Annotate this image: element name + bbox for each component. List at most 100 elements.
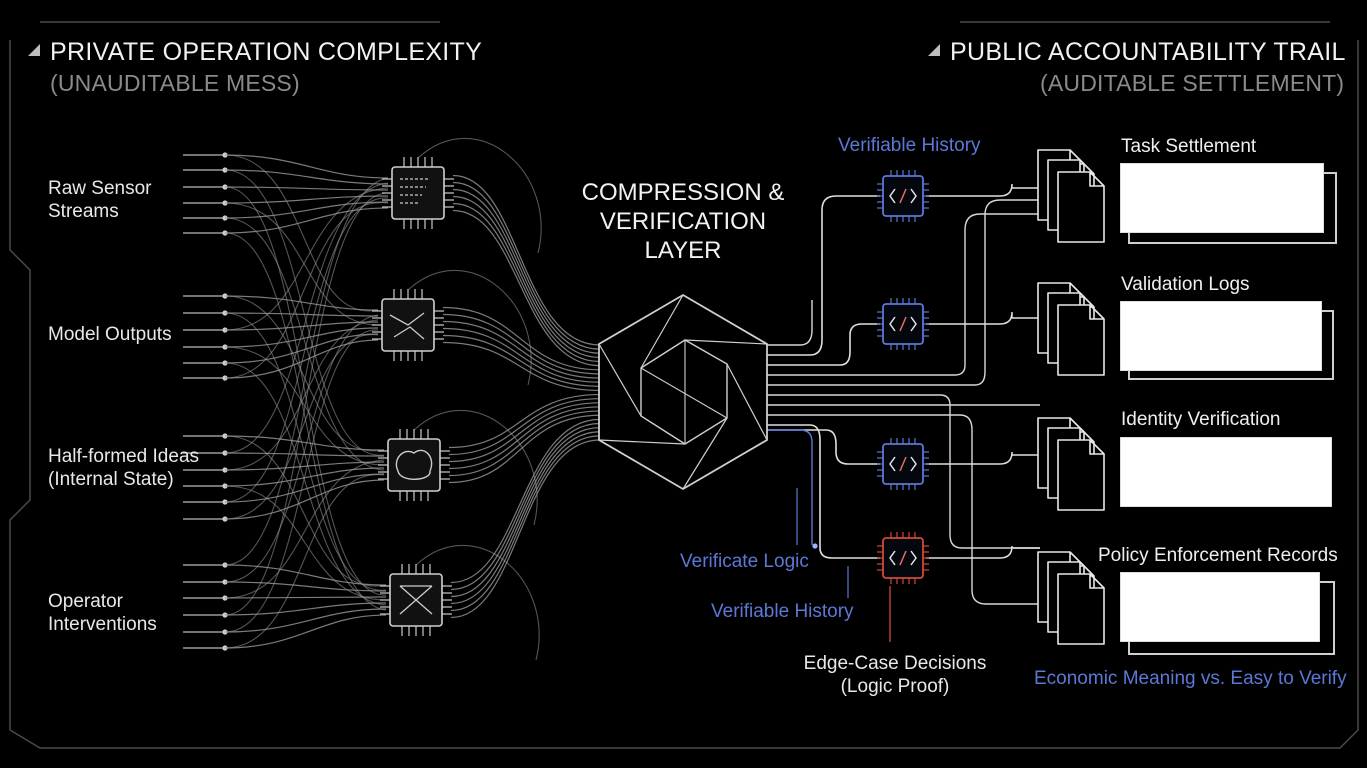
code-brackets (889, 456, 917, 472)
document-stack-icon (1037, 149, 1105, 243)
input-wire (224, 581, 387, 592)
input-wire (224, 452, 385, 457)
code-slash (899, 456, 907, 472)
cross-wire (224, 177, 389, 566)
record-card (1120, 437, 1332, 507)
input-wire (224, 435, 385, 451)
input-label-line: Streams (48, 201, 119, 222)
bundle-wire (452, 174, 601, 346)
input-label-line: Model Outputs (48, 324, 172, 345)
output-wire (767, 213, 1040, 376)
output-wire (767, 394, 1040, 549)
input-wire (224, 195, 389, 204)
right-wire-bundle (767, 183, 1040, 642)
cube-edge (598, 343, 642, 417)
output-label-identity-verification: Identity Verification (1121, 409, 1281, 430)
annotation-verifiable-history-bottom: Verifiable History (711, 601, 854, 622)
document-stack-icon (1037, 417, 1105, 511)
cross-wire (224, 334, 379, 520)
code-chip-icon (877, 532, 929, 584)
cross-wire (224, 232, 387, 611)
output-label-policy-enforcement: Policy Enforcement Records (1098, 545, 1338, 566)
input-label-raw-sensor: Raw Sensor Streams (48, 177, 152, 223)
input-label-line: (Internal State) (48, 469, 174, 490)
record-card (1120, 163, 1324, 233)
bundle-wire (442, 320, 601, 379)
input-wire (224, 207, 389, 234)
code-slash (899, 316, 907, 332)
cube-edge (682, 417, 728, 490)
cube-edge (684, 339, 768, 345)
output-wire (767, 424, 880, 559)
document-stack-icon (1037, 282, 1105, 376)
code-slash (899, 188, 907, 204)
bundle-wire (442, 341, 601, 392)
document-sheet (1057, 171, 1105, 243)
document-sheet (1057, 573, 1105, 645)
wire-node (812, 543, 818, 549)
circuit-icon (372, 289, 444, 361)
loop-wire (407, 269, 532, 386)
cross-wire (224, 295, 385, 452)
output-wire (767, 429, 880, 465)
right-header-subtitle: (AUDITABLE SETTLEMENT) (1040, 70, 1345, 96)
footer-note: Economic Meaning vs. Easy to Verify (1034, 668, 1347, 689)
cross-wire (224, 319, 379, 471)
record-card (1120, 572, 1320, 642)
outer-frame (9, 21, 1359, 749)
cross-wire (224, 312, 387, 591)
cross-wire (224, 435, 387, 587)
cross-wire (224, 197, 389, 503)
cross-wire (224, 217, 385, 471)
cube-edge (640, 367, 728, 419)
loop-wire (415, 544, 540, 661)
bundle-wire (450, 439, 601, 619)
input-label-model-outputs: Model Outputs (48, 323, 172, 346)
brain-outline (395, 449, 433, 480)
bundle-wire (450, 431, 601, 605)
bundle-wire (452, 181, 601, 350)
center-title-line: COMPRESSION & (581, 179, 785, 206)
input-label-line: Operator (48, 591, 123, 612)
center-layer-title: COMPRESSION & VERIFICATION LAYER (563, 178, 803, 265)
chip-body (391, 166, 445, 220)
brain-icon (378, 429, 450, 501)
cross-wire (224, 314, 379, 583)
right-header-title: PUBLIC ACCOUNTABILITY TRAIL (928, 38, 1346, 67)
input-wire (224, 201, 389, 219)
loop-wire (417, 137, 542, 254)
cross-wire (224, 202, 379, 326)
annotation-verifiable-history-top: Verifiable History (838, 135, 981, 156)
annotation-edge-case: Edge-Case Decisions (Logic Proof) (790, 652, 1000, 698)
right-title-text: PUBLIC ACCOUNTABILITY TRAIL (950, 38, 1346, 66)
bundle-wire (442, 313, 601, 375)
left-header-title: PRIVATE OPERATION COMPLEXITY (28, 38, 482, 67)
bundle-wire (452, 195, 601, 358)
left-wire-bundle (183, 137, 601, 661)
output-wire (767, 414, 1040, 605)
bundle-wire (452, 188, 601, 354)
output-label-validation-logs: Validation Logs (1121, 274, 1250, 295)
cross-wire (224, 169, 385, 456)
cross-wire (224, 485, 387, 601)
doc-wire (926, 545, 1040, 559)
icons-layer (372, 149, 1105, 645)
input-label-half-formed: Half-formed Ideas (Internal State) (48, 445, 199, 491)
code-chip-icon (877, 170, 929, 222)
bundle-wire (448, 406, 601, 470)
network-icon (380, 564, 452, 636)
code-brackets (889, 316, 917, 332)
cross-wire (224, 192, 389, 616)
doc-wire (926, 451, 1040, 465)
output-wire (767, 323, 880, 366)
triangle-icon (28, 44, 40, 56)
bundle-wire (450, 422, 601, 591)
output-wire (767, 195, 880, 356)
bundle-wire (450, 435, 601, 612)
bundle-wire (448, 414, 601, 484)
bundle-wire (452, 202, 601, 363)
triangle-icon (928, 44, 940, 56)
input-wire (224, 339, 379, 379)
